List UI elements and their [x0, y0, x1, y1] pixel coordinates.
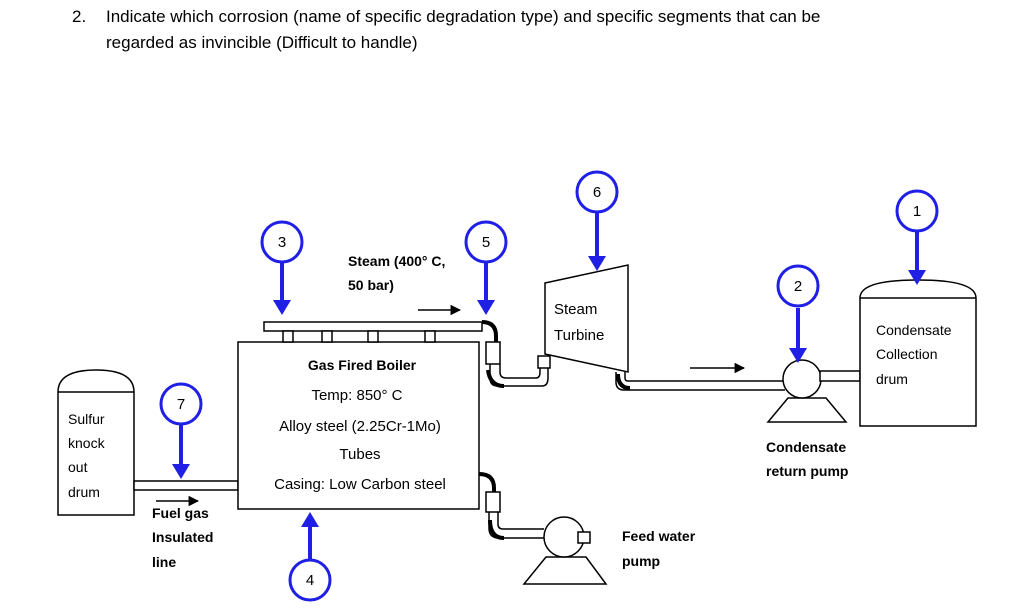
fuel-gas-line: Fuel gas Insulated line: [133, 480, 239, 570]
steam-label-2: 50 bar): [348, 277, 394, 293]
turbine-outlet-line: [615, 362, 785, 391]
sulfur-drum-label-3: out: [68, 459, 88, 475]
condensate-pump-label-2: return pump: [766, 463, 848, 479]
marker-5: 5: [464, 220, 508, 315]
marker-4-label: 4: [306, 572, 314, 589]
turbine-label-2: Turbine: [554, 327, 604, 344]
question-text: Indicate which corrosion (name of specif…: [106, 4, 986, 56]
fuel-line-label-1: Fuel gas: [152, 505, 209, 521]
steam-header-pipe: Steam (400° C, 50 bar): [263, 253, 551, 388]
sulfur-knock-out-drum: Sulfur knock out drum: [57, 369, 135, 516]
marker-3: 3: [260, 220, 304, 315]
condensate-drum-label-2: Collection: [876, 346, 937, 362]
feed-water-pump: Feed water pump: [522, 516, 696, 585]
feed-pump-label-1: Feed water: [622, 528, 696, 544]
question-number: 2.: [72, 7, 87, 26]
sulfur-drum-label-2: knock: [68, 435, 106, 451]
gas-fired-boiler: Gas Fired Boiler Temp: 850° C Alloy stee…: [237, 341, 480, 510]
condensate-collection-drum: Condensate Collection drum: [859, 279, 977, 427]
boiler-tubes: Tubes: [339, 446, 380, 463]
marker-6: 6: [575, 170, 619, 271]
marker-7-label: 7: [177, 396, 185, 413]
marker-2: 2: [776, 264, 820, 363]
condensate-drum-label-1: Condensate: [876, 322, 952, 338]
marker-1: 1: [895, 189, 939, 285]
sulfur-drum-label-1: Sulfur: [68, 411, 105, 427]
steam-label-1: Steam (400° C,: [348, 253, 445, 269]
marker-6-label: 6: [593, 184, 601, 201]
marker-2-label: 2: [794, 278, 802, 295]
condensate-return-pump: Condensate return pump: [766, 359, 861, 479]
feed-pump-label-2: pump: [622, 553, 660, 569]
marker-3-label: 3: [278, 234, 286, 251]
marker-5-label: 5: [482, 234, 490, 251]
boiler-title: Gas Fired Boiler: [308, 357, 417, 373]
marker-1-label: 1: [913, 203, 921, 220]
condensate-pump-label-1: Condensate: [766, 439, 846, 455]
boiler-material: Alloy steel (2.25Cr-1Mo): [279, 418, 441, 435]
fuel-line-label-3: line: [152, 554, 176, 570]
turbine-label-1: Steam: [554, 301, 597, 318]
marker-4: 4: [288, 512, 332, 602]
question-line-2: regarded as invincible (Difficult to han…: [106, 33, 418, 52]
steam-turbine: Steam Turbine: [544, 264, 629, 373]
feed-water-line: [478, 472, 544, 540]
marker-7: 7: [159, 382, 203, 479]
fuel-line-label-2: Insulated: [152, 529, 213, 545]
boiler-temp: Temp: 850° C: [311, 387, 402, 404]
boiler-casing: Casing: Low Carbon steel: [274, 476, 446, 493]
condensate-drum-label-3: drum: [876, 371, 908, 387]
sulfur-drum-label-4: drum: [68, 484, 100, 500]
question-line-1: Indicate which corrosion (name of specif…: [106, 7, 821, 26]
